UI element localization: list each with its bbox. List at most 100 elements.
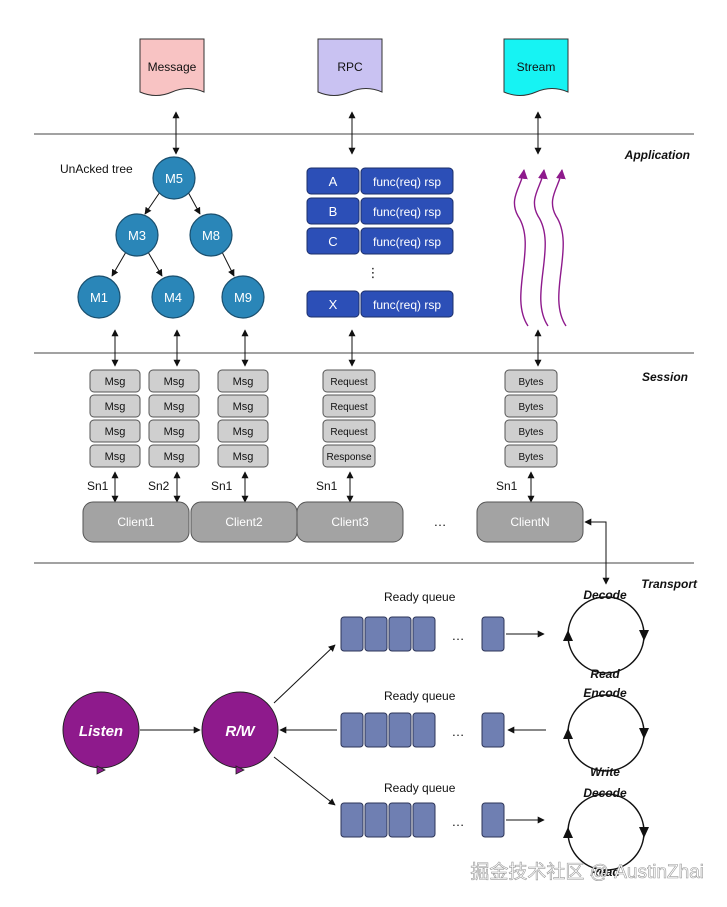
rpc-row-b[interactable]: B func(req) rsp	[306, 197, 454, 225]
tree-edges	[111, 191, 235, 277]
svg-text:Msg: Msg	[164, 401, 185, 413]
msg-stack-1: Msg Msg Msg Msg	[89, 369, 141, 468]
svg-text:Client3: Client3	[331, 515, 369, 529]
rw-queue-arrows	[273, 644, 337, 806]
queue-label-1: Ready queue	[384, 590, 456, 604]
session-client-arrows	[111, 471, 535, 503]
msg-stack-3: Msg Msg Msg Msg	[217, 369, 269, 468]
svg-text:Decode: Decode	[583, 588, 627, 602]
svg-text:M9: M9	[234, 290, 252, 305]
stream-doc: Stream	[503, 38, 569, 96]
rpc-row-a[interactable]: A func(req) rsp	[306, 167, 454, 195]
svg-text:M1: M1	[90, 290, 108, 305]
rpc-ellipsis: ⋮	[367, 265, 380, 280]
message-doc: Message	[139, 38, 205, 96]
svg-text:M5: M5	[165, 171, 183, 186]
sn-label-1: Sn1	[87, 479, 109, 493]
msg-stack-2: Msg Msg Msg Msg	[148, 369, 200, 468]
watermark: 掘金技术社区 @ AustinZhai	[470, 861, 704, 883]
stream-flow-arrows	[513, 169, 567, 327]
decode-read-cycle-2: Decode Read	[563, 786, 649, 879]
tree-node-m4[interactable]: M4	[151, 275, 195, 319]
svg-text:…: …	[452, 628, 465, 643]
sn-label-3: Sn1	[211, 479, 233, 493]
client-3[interactable]: Client3	[296, 501, 404, 543]
tree-title: UnAcked tree	[60, 162, 133, 176]
svg-text:Encode: Encode	[583, 686, 627, 700]
client-2[interactable]: Client2	[190, 501, 298, 543]
ready-queue-3: …	[340, 802, 505, 838]
client-1[interactable]: Client1	[82, 501, 190, 543]
svg-text:X: X	[329, 297, 338, 312]
svg-text:Bytes: Bytes	[518, 427, 543, 438]
svg-text:Bytes: Bytes	[518, 452, 543, 463]
svg-text:Listen: Listen	[79, 723, 123, 740]
svg-text:B: B	[329, 204, 338, 219]
tree-node-m8[interactable]: M8	[189, 213, 233, 257]
svg-text:Msg: Msg	[105, 426, 126, 438]
svg-text:Msg: Msg	[164, 376, 185, 388]
svg-text:Bytes: Bytes	[518, 402, 543, 413]
ready-queue-1: …	[340, 616, 505, 652]
svg-text:Read: Read	[590, 667, 620, 681]
rpc-doc: RPC	[317, 38, 383, 96]
tree-node-m1[interactable]: M1	[77, 275, 121, 319]
svg-text:Msg: Msg	[164, 426, 185, 438]
bytes-stack: Bytes Bytes Bytes Bytes	[504, 369, 558, 468]
tree-node-m5[interactable]: M5	[152, 156, 196, 200]
svg-text:…: …	[452, 814, 465, 829]
svg-text:M8: M8	[202, 228, 220, 243]
ready-queue-2: …	[340, 712, 505, 748]
svg-text:func(req) rsp: func(req) rsp	[373, 298, 441, 312]
app-session-arrows	[111, 329, 542, 367]
svg-text:Request: Request	[330, 427, 367, 438]
client-decode-connector	[584, 518, 610, 585]
rpc-row-c[interactable]: C func(req) rsp	[306, 227, 454, 255]
layer-label-transport: Transport	[641, 577, 698, 591]
svg-text:func(req) rsp: func(req) rsp	[373, 235, 441, 249]
decode-read-cycle-1: Decode Read	[563, 588, 649, 681]
layer-label-session: Session	[642, 370, 688, 384]
layer-label-application: Application	[624, 148, 690, 162]
svg-text:Msg: Msg	[105, 376, 126, 388]
svg-text:Response: Response	[326, 452, 371, 463]
svg-text:Request: Request	[330, 402, 367, 413]
encode-write-cycle: Encode Write	[563, 686, 649, 779]
svg-text:R/W: R/W	[225, 723, 256, 740]
sn-label-4: Sn1	[316, 479, 338, 493]
queue-label-3: Ready queue	[384, 781, 456, 795]
tree-node-m3[interactable]: M3	[115, 213, 159, 257]
queue-label-2: Ready queue	[384, 689, 456, 703]
sn-label-2: Sn2	[148, 479, 170, 493]
svg-text:Msg: Msg	[233, 451, 254, 463]
svg-text:A: A	[329, 174, 338, 189]
svg-text:Msg: Msg	[105, 451, 126, 463]
listen-node[interactable]: Listen	[62, 691, 140, 775]
svg-text:Request: Request	[330, 377, 367, 388]
rpc-row-x[interactable]: X func(req) rsp	[306, 290, 454, 318]
svg-text:func(req) rsp: func(req) rsp	[373, 175, 441, 189]
svg-text:Decode: Decode	[583, 786, 627, 800]
tree-node-m9[interactable]: M9	[221, 275, 265, 319]
svg-text:C: C	[328, 234, 337, 249]
svg-text:Msg: Msg	[233, 376, 254, 388]
svg-text:Write: Write	[590, 765, 620, 779]
client-n[interactable]: ClientN	[476, 501, 584, 543]
svg-text:ClientN: ClientN	[510, 515, 549, 529]
svg-text:Msg: Msg	[233, 426, 254, 438]
svg-text:Read: Read	[590, 865, 620, 879]
svg-text:Msg: Msg	[233, 401, 254, 413]
svg-text:Msg: Msg	[105, 401, 126, 413]
rpc-label: RPC	[337, 60, 363, 74]
rw-node[interactable]: R/W	[201, 691, 279, 775]
svg-text:func(req) rsp: func(req) rsp	[373, 205, 441, 219]
svg-text:M3: M3	[128, 228, 146, 243]
svg-text:Bytes: Bytes	[518, 377, 543, 388]
svg-text:M4: M4	[164, 290, 182, 305]
svg-text:Msg: Msg	[164, 451, 185, 463]
message-label: Message	[148, 60, 197, 74]
svg-text:Client2: Client2	[225, 515, 263, 529]
clients-ellipsis: …	[434, 514, 447, 529]
stream-label: Stream	[517, 60, 556, 74]
